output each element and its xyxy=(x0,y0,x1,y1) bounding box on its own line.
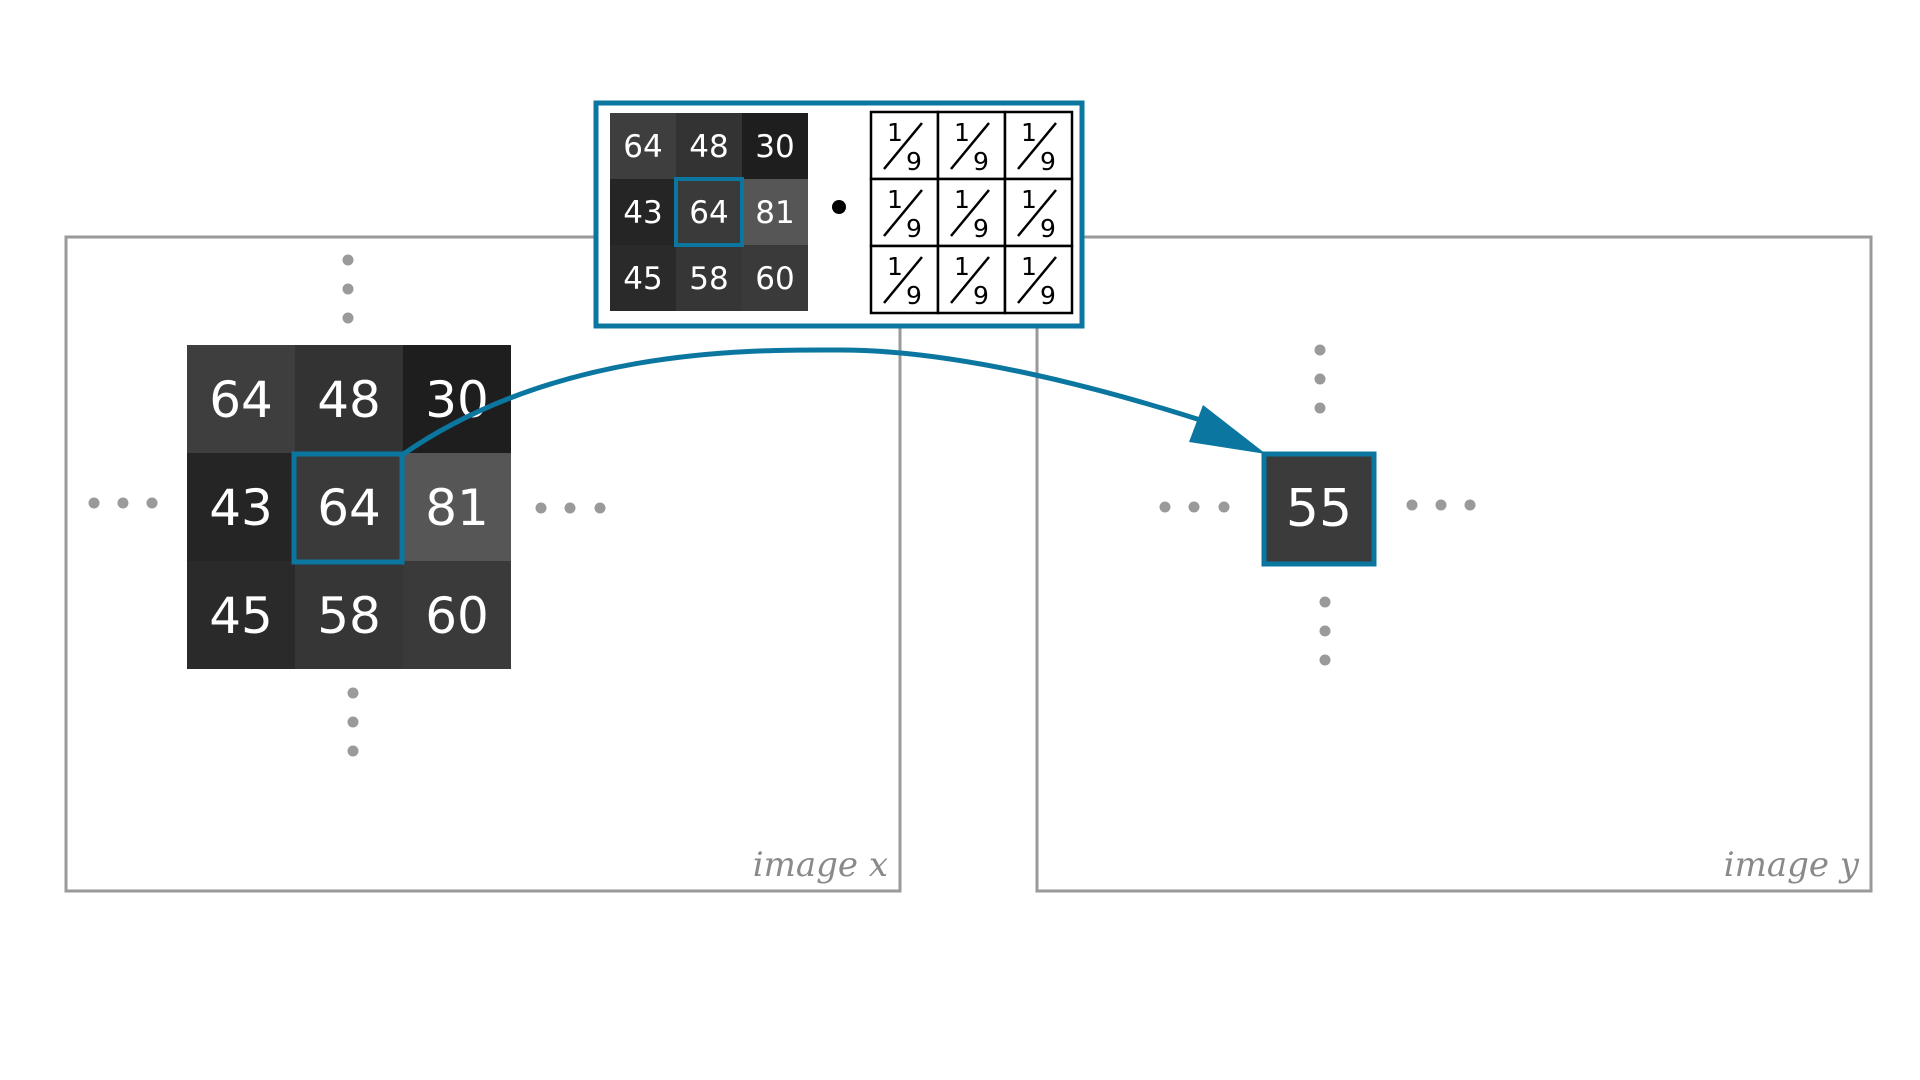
kernel-denominator: 9 xyxy=(1040,147,1056,176)
fraction-slash xyxy=(883,122,923,170)
patch-cell xyxy=(676,113,742,179)
image-x-frame xyxy=(64,235,902,893)
image-x-label: image x xyxy=(753,845,888,885)
patch-cell xyxy=(610,245,676,311)
patch-value: 45 xyxy=(623,261,662,297)
output-dots-right xyxy=(1406,499,1476,511)
kernel-numerator: 1 xyxy=(954,118,970,147)
input-dots-left xyxy=(88,497,158,509)
patch-cell xyxy=(742,179,808,245)
patch-center-highlight xyxy=(674,177,744,247)
patch-value: 43 xyxy=(623,195,662,231)
kernel-denominator: 9 xyxy=(906,214,922,243)
input-pixel-cell xyxy=(403,561,511,669)
patch-cell xyxy=(676,179,742,245)
image-y-frame xyxy=(1035,235,1873,893)
patch-grid: 64 48 30 43 64 81 45 58 60 xyxy=(610,113,808,311)
kernel-denominator: 9 xyxy=(906,147,922,176)
patch-value: 64 xyxy=(689,195,728,231)
patch-cell xyxy=(610,113,676,179)
output-dots-top xyxy=(1314,344,1326,414)
patch-value: 60 xyxy=(755,261,794,297)
fraction-slash xyxy=(1017,256,1057,304)
input-pixel-cell xyxy=(295,453,403,561)
kernel-numerator: 1 xyxy=(1021,252,1037,281)
fraction-slash xyxy=(950,122,990,170)
input-pixel-value: 43 xyxy=(209,479,273,537)
input-pixel-value: 60 xyxy=(425,587,489,645)
input-pixel-value: 45 xyxy=(209,587,273,645)
fraction-slash xyxy=(1017,189,1057,237)
kernel-denominator: 9 xyxy=(1040,214,1056,243)
dot-operator-icon xyxy=(832,200,846,214)
kernel-numerator: 1 xyxy=(954,252,970,281)
image-y-label: image y xyxy=(1724,845,1860,885)
patch-value: 48 xyxy=(689,129,728,165)
kernel-denominator: 9 xyxy=(906,281,922,310)
fraction-slash xyxy=(950,256,990,304)
fraction-slash xyxy=(950,189,990,237)
kernel-numerator: 1 xyxy=(1021,185,1037,214)
kernel-numerator: 1 xyxy=(1021,118,1037,147)
input-pixel-cell xyxy=(187,561,295,669)
patch-value: 30 xyxy=(755,129,794,165)
kernel-numerator: 1 xyxy=(887,185,903,214)
input-pixel-cell xyxy=(295,345,403,453)
kernel-cell xyxy=(1003,110,1074,181)
input-dots-top xyxy=(342,254,354,324)
arrowhead-icon xyxy=(1189,405,1266,454)
input-pixel-cell xyxy=(187,345,295,453)
kernel-numerator: 1 xyxy=(887,252,903,281)
patch-cell xyxy=(676,245,742,311)
input-pixel-value: 81 xyxy=(425,479,489,537)
output-pixel-value: 55 xyxy=(1286,479,1352,539)
patch-cell xyxy=(742,245,808,311)
kernel-numerator: 1 xyxy=(887,118,903,147)
output-pixel xyxy=(1261,451,1377,567)
input-dots-bottom xyxy=(347,687,359,757)
patch-value: 58 xyxy=(689,261,728,297)
patch-value: 64 xyxy=(623,129,662,165)
input-pixel-cell xyxy=(403,345,511,453)
input-pixel-value: 64 xyxy=(317,479,381,537)
kernel-denominator: 9 xyxy=(973,147,989,176)
patch-cell xyxy=(742,113,808,179)
output-dots-left xyxy=(1159,501,1230,513)
fraction-slash xyxy=(1017,122,1057,170)
kernel-denominator: 9 xyxy=(973,281,989,310)
input-pixel-cell xyxy=(403,453,511,561)
input-pixel-cell xyxy=(295,561,403,669)
input-dots-right xyxy=(535,502,606,514)
kernel-numerator: 1 xyxy=(954,185,970,214)
kernel-denominator: 9 xyxy=(973,214,989,243)
fraction-slash xyxy=(883,189,923,237)
kernel-denominator: 9 xyxy=(1040,281,1056,310)
input-pixel-value: 58 xyxy=(317,587,381,645)
input-pixel-value: 64 xyxy=(209,371,273,429)
input-pixel-cell xyxy=(187,453,295,561)
patch-value: 81 xyxy=(755,195,794,231)
fraction-slash xyxy=(883,256,923,304)
input-center-highlight xyxy=(291,451,405,565)
patch-cell xyxy=(610,179,676,245)
output-dots-bottom xyxy=(1319,596,1331,666)
convolution-arrow xyxy=(400,347,1226,458)
input-pixel-value: 48 xyxy=(317,371,381,429)
